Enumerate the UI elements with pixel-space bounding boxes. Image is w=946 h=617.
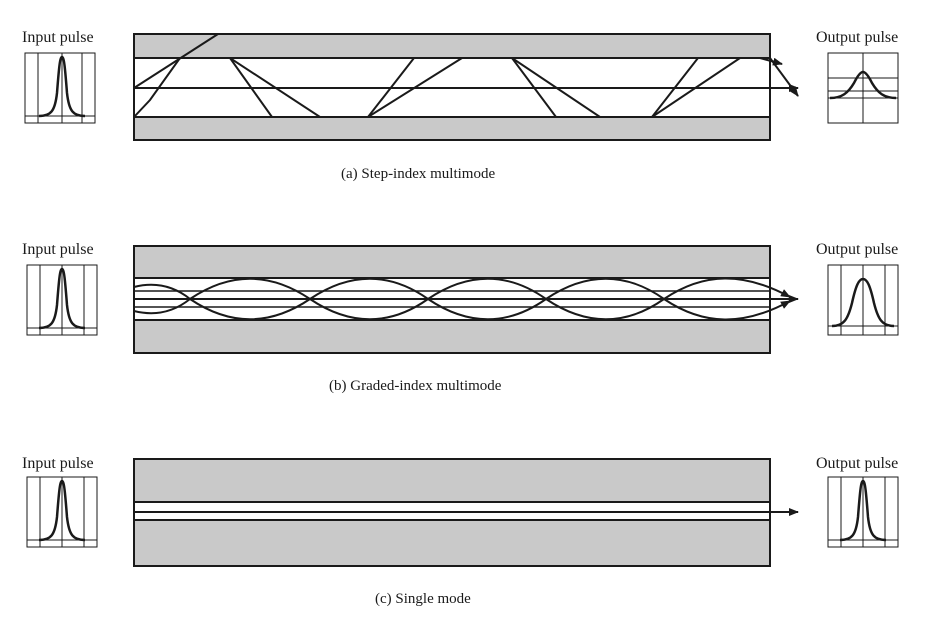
input-pulse-curve [38,479,86,542]
output-pulse-graph [827,476,899,548]
output-pulse-label: Output pulse [816,455,898,472]
output-pulse-curve [831,277,895,328]
panel-step-index: Input pulse Output pulse (a) Step-index … [22,29,899,182]
input-pulse-label: Input pulse [22,29,94,46]
input-pulse-graph [24,52,96,124]
input-pulse-graph [26,264,98,336]
input-pulse-curve [38,267,86,330]
output-pulse-label: Output pulse [816,241,898,258]
input-pulse-label: Input pulse [22,241,94,258]
output-pulse-curve [839,479,887,542]
output-pulse-label: Output pulse [816,29,898,46]
entry-ray [133,33,219,89]
zigzag-ray-steep [133,57,799,118]
panel-caption: (c) Single mode [375,591,471,607]
graded-ray-lower [133,297,791,321]
input-pulse-label: Input pulse [22,455,94,472]
output-pulse-graph [827,52,899,124]
output-pulse-curve [829,70,897,100]
panel-single-mode: Input pulse Output pulse (c) Single mode [22,455,899,607]
panel-graded-index: Input pulse Output pulse (b) Graded-inde… [22,241,899,394]
output-pulse-graph [827,264,899,336]
panel-caption: (b) Graded-index multimode [329,378,502,394]
panel-caption: (a) Step-index multimode [341,166,495,182]
input-pulse-curve [38,55,86,118]
input-pulse-graph [26,476,98,548]
